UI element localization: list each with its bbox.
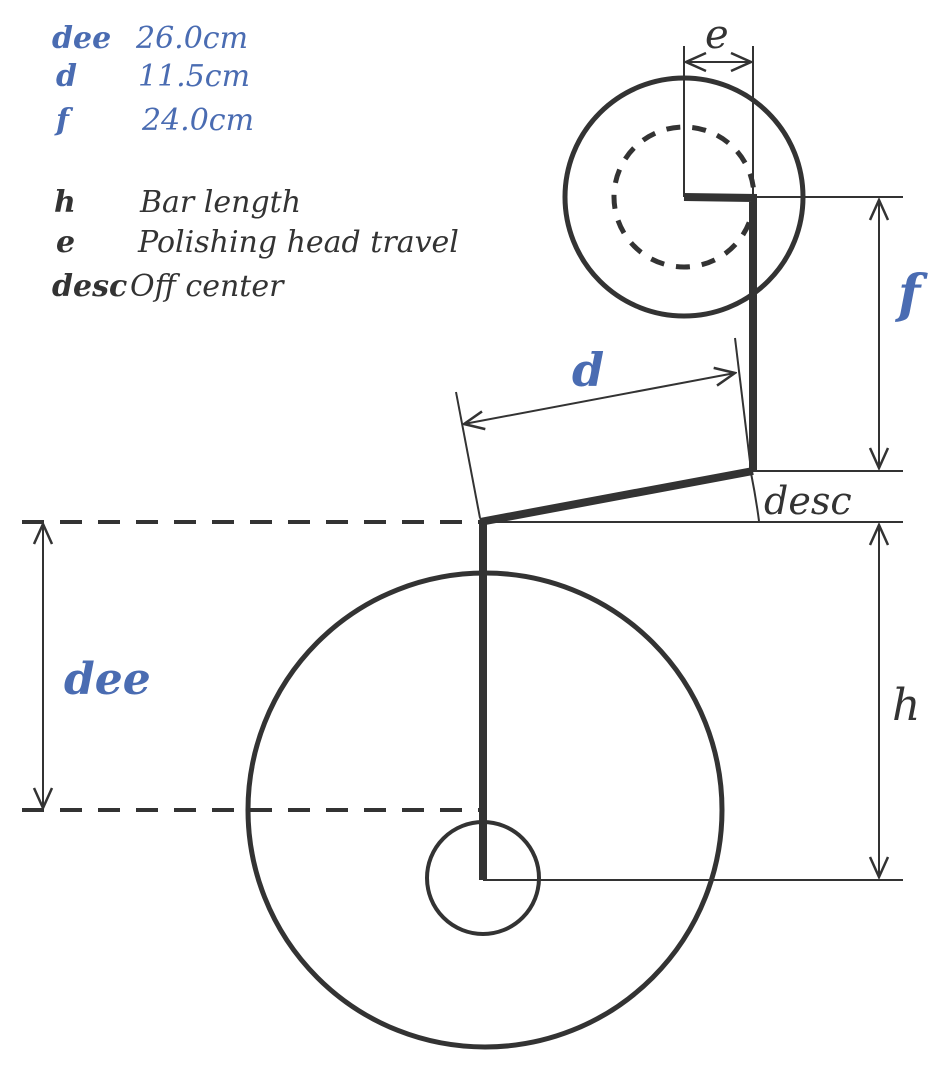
linkage [479,193,757,880]
svg-text:desc: desc [52,269,127,304]
svg-text:f: f [54,103,74,138]
dimension-arrows [43,62,879,877]
desc-angle-arc [750,472,760,522]
legend-text-off-center: Off center [130,269,285,304]
label-e: e [705,12,729,58]
label-dee: dee [64,654,151,705]
label-h: h [892,680,920,731]
svg-text:dee: dee [52,21,111,56]
legend-symbol-e: e [56,225,75,260]
legend-text-bar-length: Bar length [139,185,301,220]
legend-values: dee 26.0cm d 11.5cm f 24.0cm [52,21,254,138]
legend-symbol-h: h [54,185,76,220]
connecting-bar-d [479,467,754,526]
legend-definitions: h Bar length e Polishing head travel des… [52,185,459,304]
legend-value-f: 24.0cm [141,103,254,138]
svg-text:d: d [56,59,77,94]
label-f: f [894,264,928,325]
top-crank-bar [683,193,757,471]
reference-lines [455,46,903,881]
svg-text:h: h [54,185,76,220]
legend-symbol-dee: dee [52,21,111,56]
legend-value-d: 11.5cm [138,59,250,94]
legend-symbol-f: f [54,103,74,138]
svg-text:e: e [56,225,75,260]
legend-symbol-desc: desc [52,269,127,304]
label-desc: desc [764,479,852,523]
d-dimension-arrow [464,373,735,424]
dee-guides [22,520,480,812]
legend-symbol-d: d [56,59,77,94]
d-right-extension [734,337,752,471]
legend-value-dee: 26.0cm [135,21,248,56]
d-left-extension [455,391,481,519]
legend-text-polishing-head-travel: Polishing head travel [137,225,459,260]
label-d: d [572,343,604,397]
